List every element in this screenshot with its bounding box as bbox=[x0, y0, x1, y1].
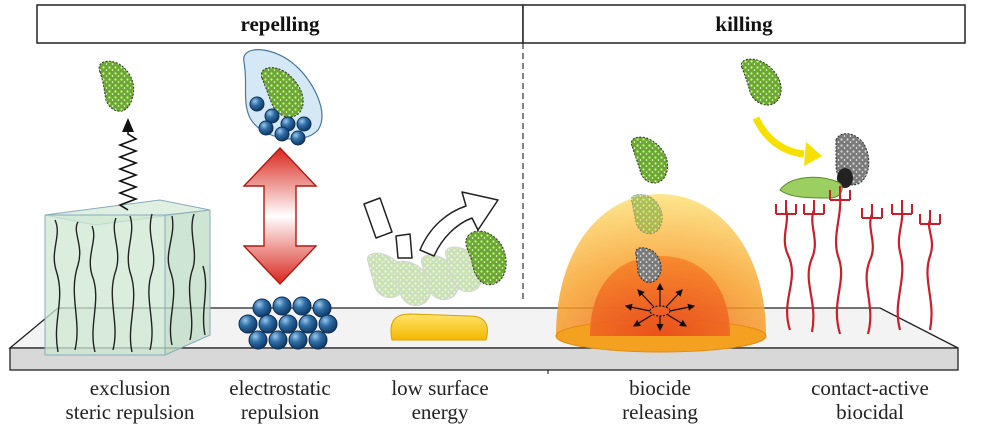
bacterium-weakened bbox=[630, 194, 663, 235]
low-energy-droplet bbox=[390, 313, 488, 341]
sliding-bacteria-ghosts bbox=[366, 246, 484, 307]
bacterium-repelled-steric bbox=[98, 60, 135, 112]
bacterium-healthy bbox=[630, 136, 669, 184]
caption-low-surface: low surface energy bbox=[370, 376, 510, 424]
contact-active-group bbox=[740, 58, 941, 335]
caption-steric-line2: steric repulsion bbox=[65, 400, 195, 424]
bacterium-charges bbox=[249, 96, 312, 146]
low-surface-energy-group bbox=[363, 191, 507, 341]
diffusion-arrows bbox=[624, 282, 696, 332]
bacterium-approaching bbox=[740, 58, 782, 106]
caption-contact-line2: biocidal bbox=[836, 400, 904, 424]
killing-label: killing bbox=[715, 12, 773, 36]
repelling-label: repelling bbox=[241, 12, 320, 36]
caption-low-surface-line1: low surface bbox=[391, 376, 489, 400]
caption-steric: exclusion steric repulsion bbox=[40, 376, 220, 424]
bacterium-killed bbox=[635, 247, 662, 283]
caption-contact-active: contact-active biocidal bbox=[790, 376, 950, 424]
caption-biocide-line1: biocide bbox=[629, 376, 691, 400]
caption-electrostatic-line2: repulsion bbox=[240, 400, 320, 424]
lysis-hole bbox=[837, 168, 853, 188]
header-bar: repelling killing bbox=[36, 4, 966, 44]
caption-low-surface-line2: energy bbox=[411, 400, 469, 424]
polymer-brush-chains bbox=[53, 213, 207, 353]
steric-brush-cube bbox=[44, 118, 211, 356]
curved-release-arrow bbox=[363, 191, 499, 259]
caption-contact-line1: contact-active bbox=[811, 376, 929, 400]
caption-steric-line1: exclusion bbox=[89, 376, 171, 400]
contact-arrow bbox=[752, 116, 805, 158]
spring-coil bbox=[117, 128, 139, 211]
electrostatic-group bbox=[238, 49, 338, 350]
caption-electrostatic: electrostatic repulsion bbox=[210, 376, 350, 424]
biocidal-polymer-chains bbox=[783, 195, 934, 335]
bacterium-sliding bbox=[465, 230, 507, 286]
caption-biocide-line2: releasing bbox=[622, 400, 698, 424]
killing-header-box bbox=[522, 4, 966, 44]
caption-electrostatic-line1: electrostatic bbox=[229, 376, 331, 400]
bacterium-charged bbox=[260, 67, 304, 118]
leaked-cytoplasm bbox=[779, 176, 843, 199]
contact-arrow-head-icon bbox=[804, 142, 822, 166]
up-arrow-icon bbox=[122, 118, 134, 132]
repelling-header-box bbox=[36, 4, 524, 44]
repulsion-double-arrow bbox=[242, 146, 318, 286]
trident-heads-icon bbox=[775, 186, 941, 225]
caption-biocide-releasing: biocide releasing bbox=[600, 376, 720, 424]
biocide-release-group bbox=[555, 136, 767, 353]
surface-charges bbox=[238, 296, 338, 350]
